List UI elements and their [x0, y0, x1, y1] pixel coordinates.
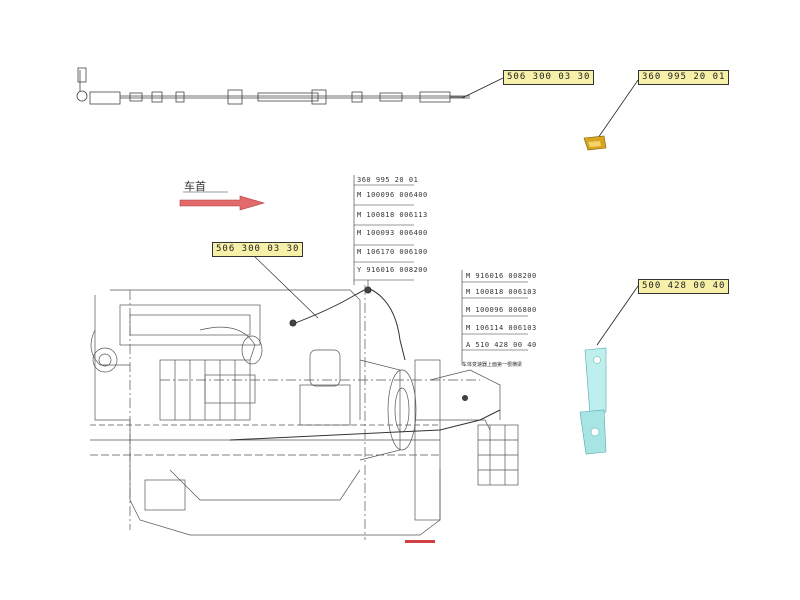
bom-left-row: 360 995 20 01 [357, 176, 419, 184]
callout-cable-top: 506 300 03 30 [503, 70, 595, 85]
bracket-leader-line [596, 285, 639, 346]
engine-cable-routing [229, 253, 501, 441]
bom-table-left-lines [353, 175, 414, 292]
bom-left-row: M 100096 006400 [357, 191, 428, 199]
bom-left-row: M 100818 006113 [357, 211, 428, 219]
footer-mark [405, 540, 435, 543]
bom-left-row: M 100093 006400 [357, 229, 428, 237]
direction-label: 车首 [184, 180, 206, 193]
bom-right-row: M 106114 006103 [466, 324, 537, 332]
bom-left-row: Y 916016 008200 [357, 266, 428, 274]
clip-leader-line [597, 79, 639, 139]
bom-right-row: A 510 428 00 40 [466, 341, 537, 349]
throttle-cable-drawing [76, 67, 504, 105]
callout-clip: 360 995 20 01 [638, 70, 730, 85]
bom-right-row: M 100096 006800 [466, 306, 537, 314]
bom-table-right-lines [461, 270, 528, 365]
engine-drawing [90, 285, 519, 540]
bom-left-row: M 106170 006100 [357, 248, 428, 256]
bom-right-row: M 916016 008200 [466, 272, 537, 280]
direction-arrow [179, 191, 266, 211]
clip-part [583, 135, 607, 151]
bracket-part [579, 347, 607, 455]
bom-note: 车体变速器上面第一根横梁 [462, 362, 523, 368]
callout-bracket: 500 428 00 40 [638, 279, 730, 294]
bom-right-row: M 100818 006103 [466, 288, 537, 296]
callout-cable-engine: 506 300 03 30 [212, 242, 304, 257]
